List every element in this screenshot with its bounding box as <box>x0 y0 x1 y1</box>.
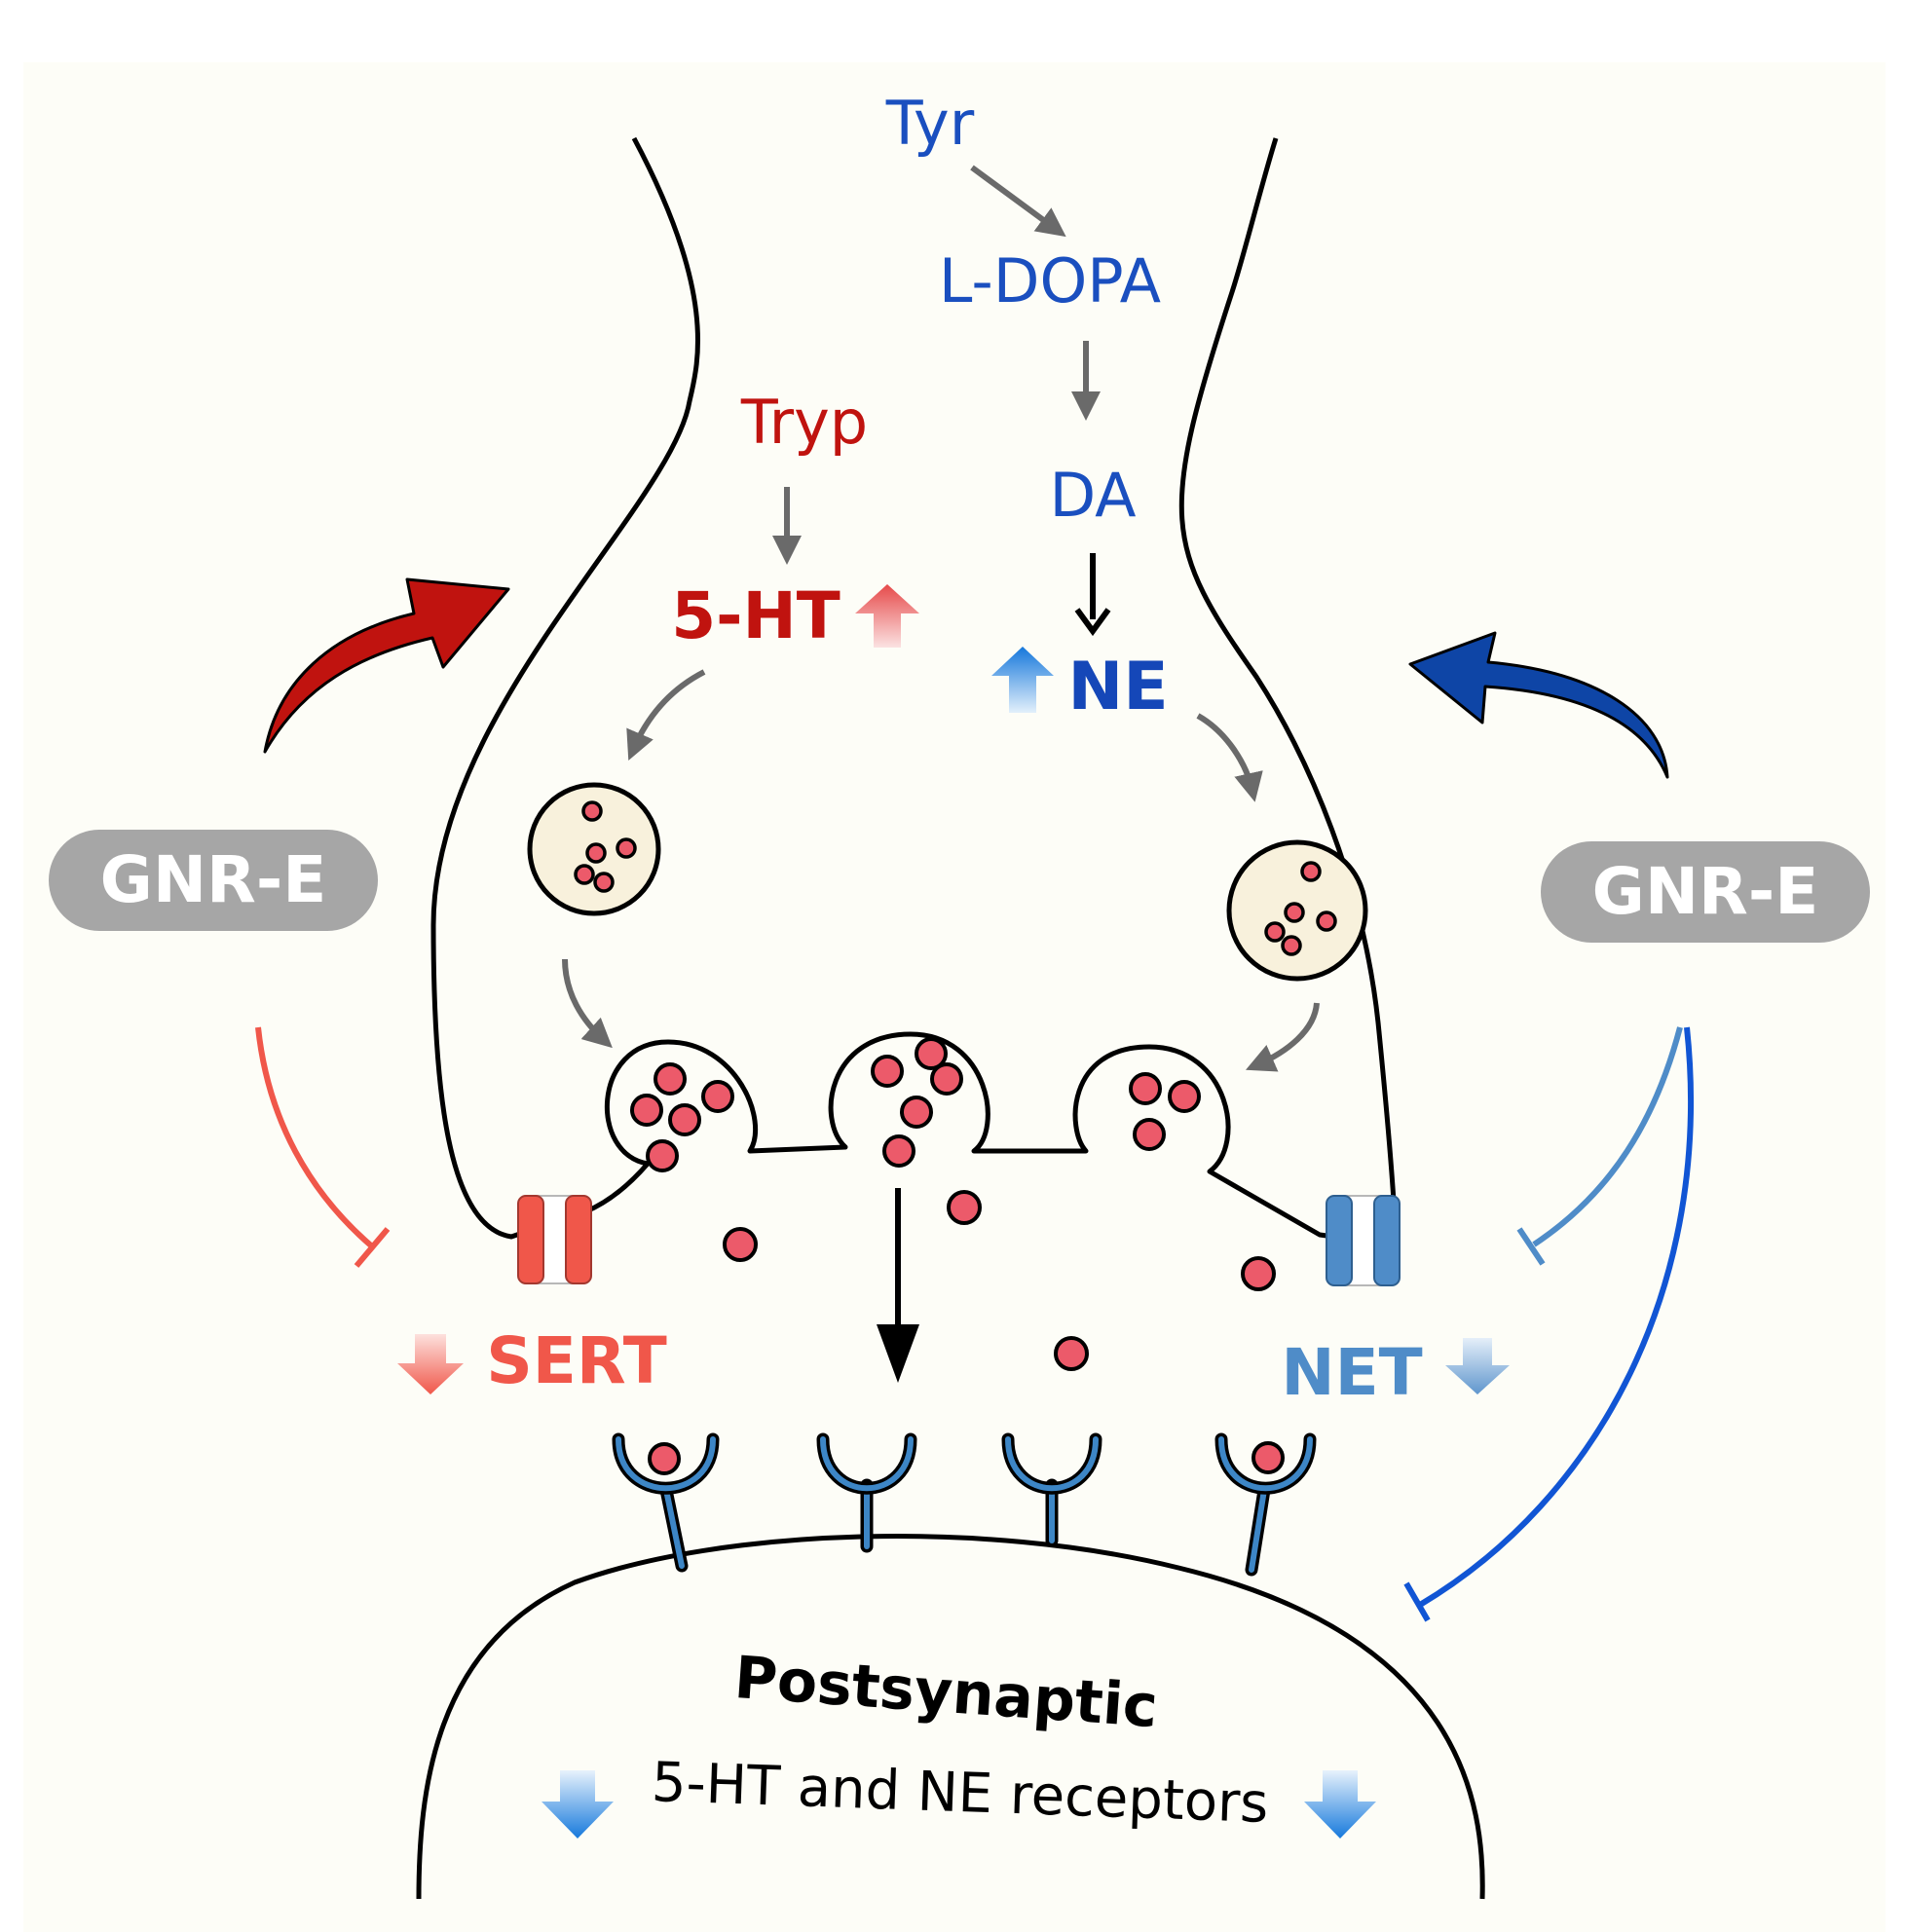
receptor-2 <box>816 1432 917 1553</box>
sert-transporter <box>517 1195 592 1284</box>
gnr-e-net-inhibit-line <box>1532 1026 1683 1247</box>
serotonin-to-vesicle-arrow <box>626 669 706 762</box>
receptor-4 <box>1214 1432 1317 1577</box>
vesicle-right-to-membrane-arrow <box>1246 1002 1320 1072</box>
serotonin-label: 5-HT <box>671 578 840 653</box>
gnr-e-right-label: GNR-E <box>1592 854 1819 929</box>
sert-label: SERT <box>486 1323 667 1398</box>
gnr-e-sert-inhibit-line <box>255 1026 374 1249</box>
ldopa-label: L-DOPA <box>939 245 1161 316</box>
presynaptic-membrane <box>430 136 1398 1241</box>
tyr-to-ldopa-arrow <box>970 165 1066 238</box>
fusing-vesicle-middle-contents <box>871 1037 963 1168</box>
sert-decrease-arrow <box>397 1334 464 1394</box>
gnr-e-receptor-inhibit-line <box>1418 1026 1694 1608</box>
gnr-e-sert-inhibit-bar <box>354 1227 391 1268</box>
gnr-e-net-inhibit-bar <box>1516 1227 1546 1266</box>
ne-to-vesicle-arrow <box>1196 713 1263 802</box>
gnr-e-left-label: GNR-E <box>100 842 327 917</box>
da-to-ne-arrowhead <box>1074 608 1111 637</box>
fusing-vesicle-right-contents <box>1129 1072 1201 1151</box>
receptors-decrease-arrow-right <box>1304 1770 1376 1839</box>
da-label: DA <box>1049 460 1136 531</box>
net-label: NET <box>1281 1335 1422 1410</box>
receptor-1 <box>612 1432 720 1573</box>
tryp-label: Tryp <box>740 387 868 458</box>
fusing-vesicle-left-contents <box>630 1062 734 1172</box>
tyr-label: Tyr <box>885 88 975 159</box>
gnr-e-ne-promote-arrow <box>1408 631 1669 779</box>
ne-increase-arrow <box>991 647 1054 713</box>
gnr-e-left-badge: GNR-E <box>49 830 378 931</box>
vesicle-right <box>1226 839 1368 982</box>
net-transporter <box>1326 1195 1401 1286</box>
vesicle-left <box>527 782 661 916</box>
receptors-decrease-arrow-left <box>542 1770 614 1839</box>
ne-label: NE <box>1067 649 1168 725</box>
serotonin-increase-arrow <box>855 584 919 648</box>
cleft-neurotransmitters <box>723 1190 1276 1371</box>
background-panel <box>23 62 1886 1932</box>
net-decrease-arrow <box>1445 1338 1510 1394</box>
release-arrowhead <box>877 1324 919 1383</box>
receptor-3 <box>1001 1432 1102 1547</box>
gnr-e-right-badge: GNR-E <box>1541 841 1870 943</box>
postsynaptic-membrane <box>416 1534 1485 1900</box>
vesicle-left-to-membrane-arrow <box>562 958 613 1049</box>
gnr-e-receptor-inhibit-bar <box>1403 1581 1431 1622</box>
gnr-e-serotonin-promote-arrow <box>263 577 510 754</box>
